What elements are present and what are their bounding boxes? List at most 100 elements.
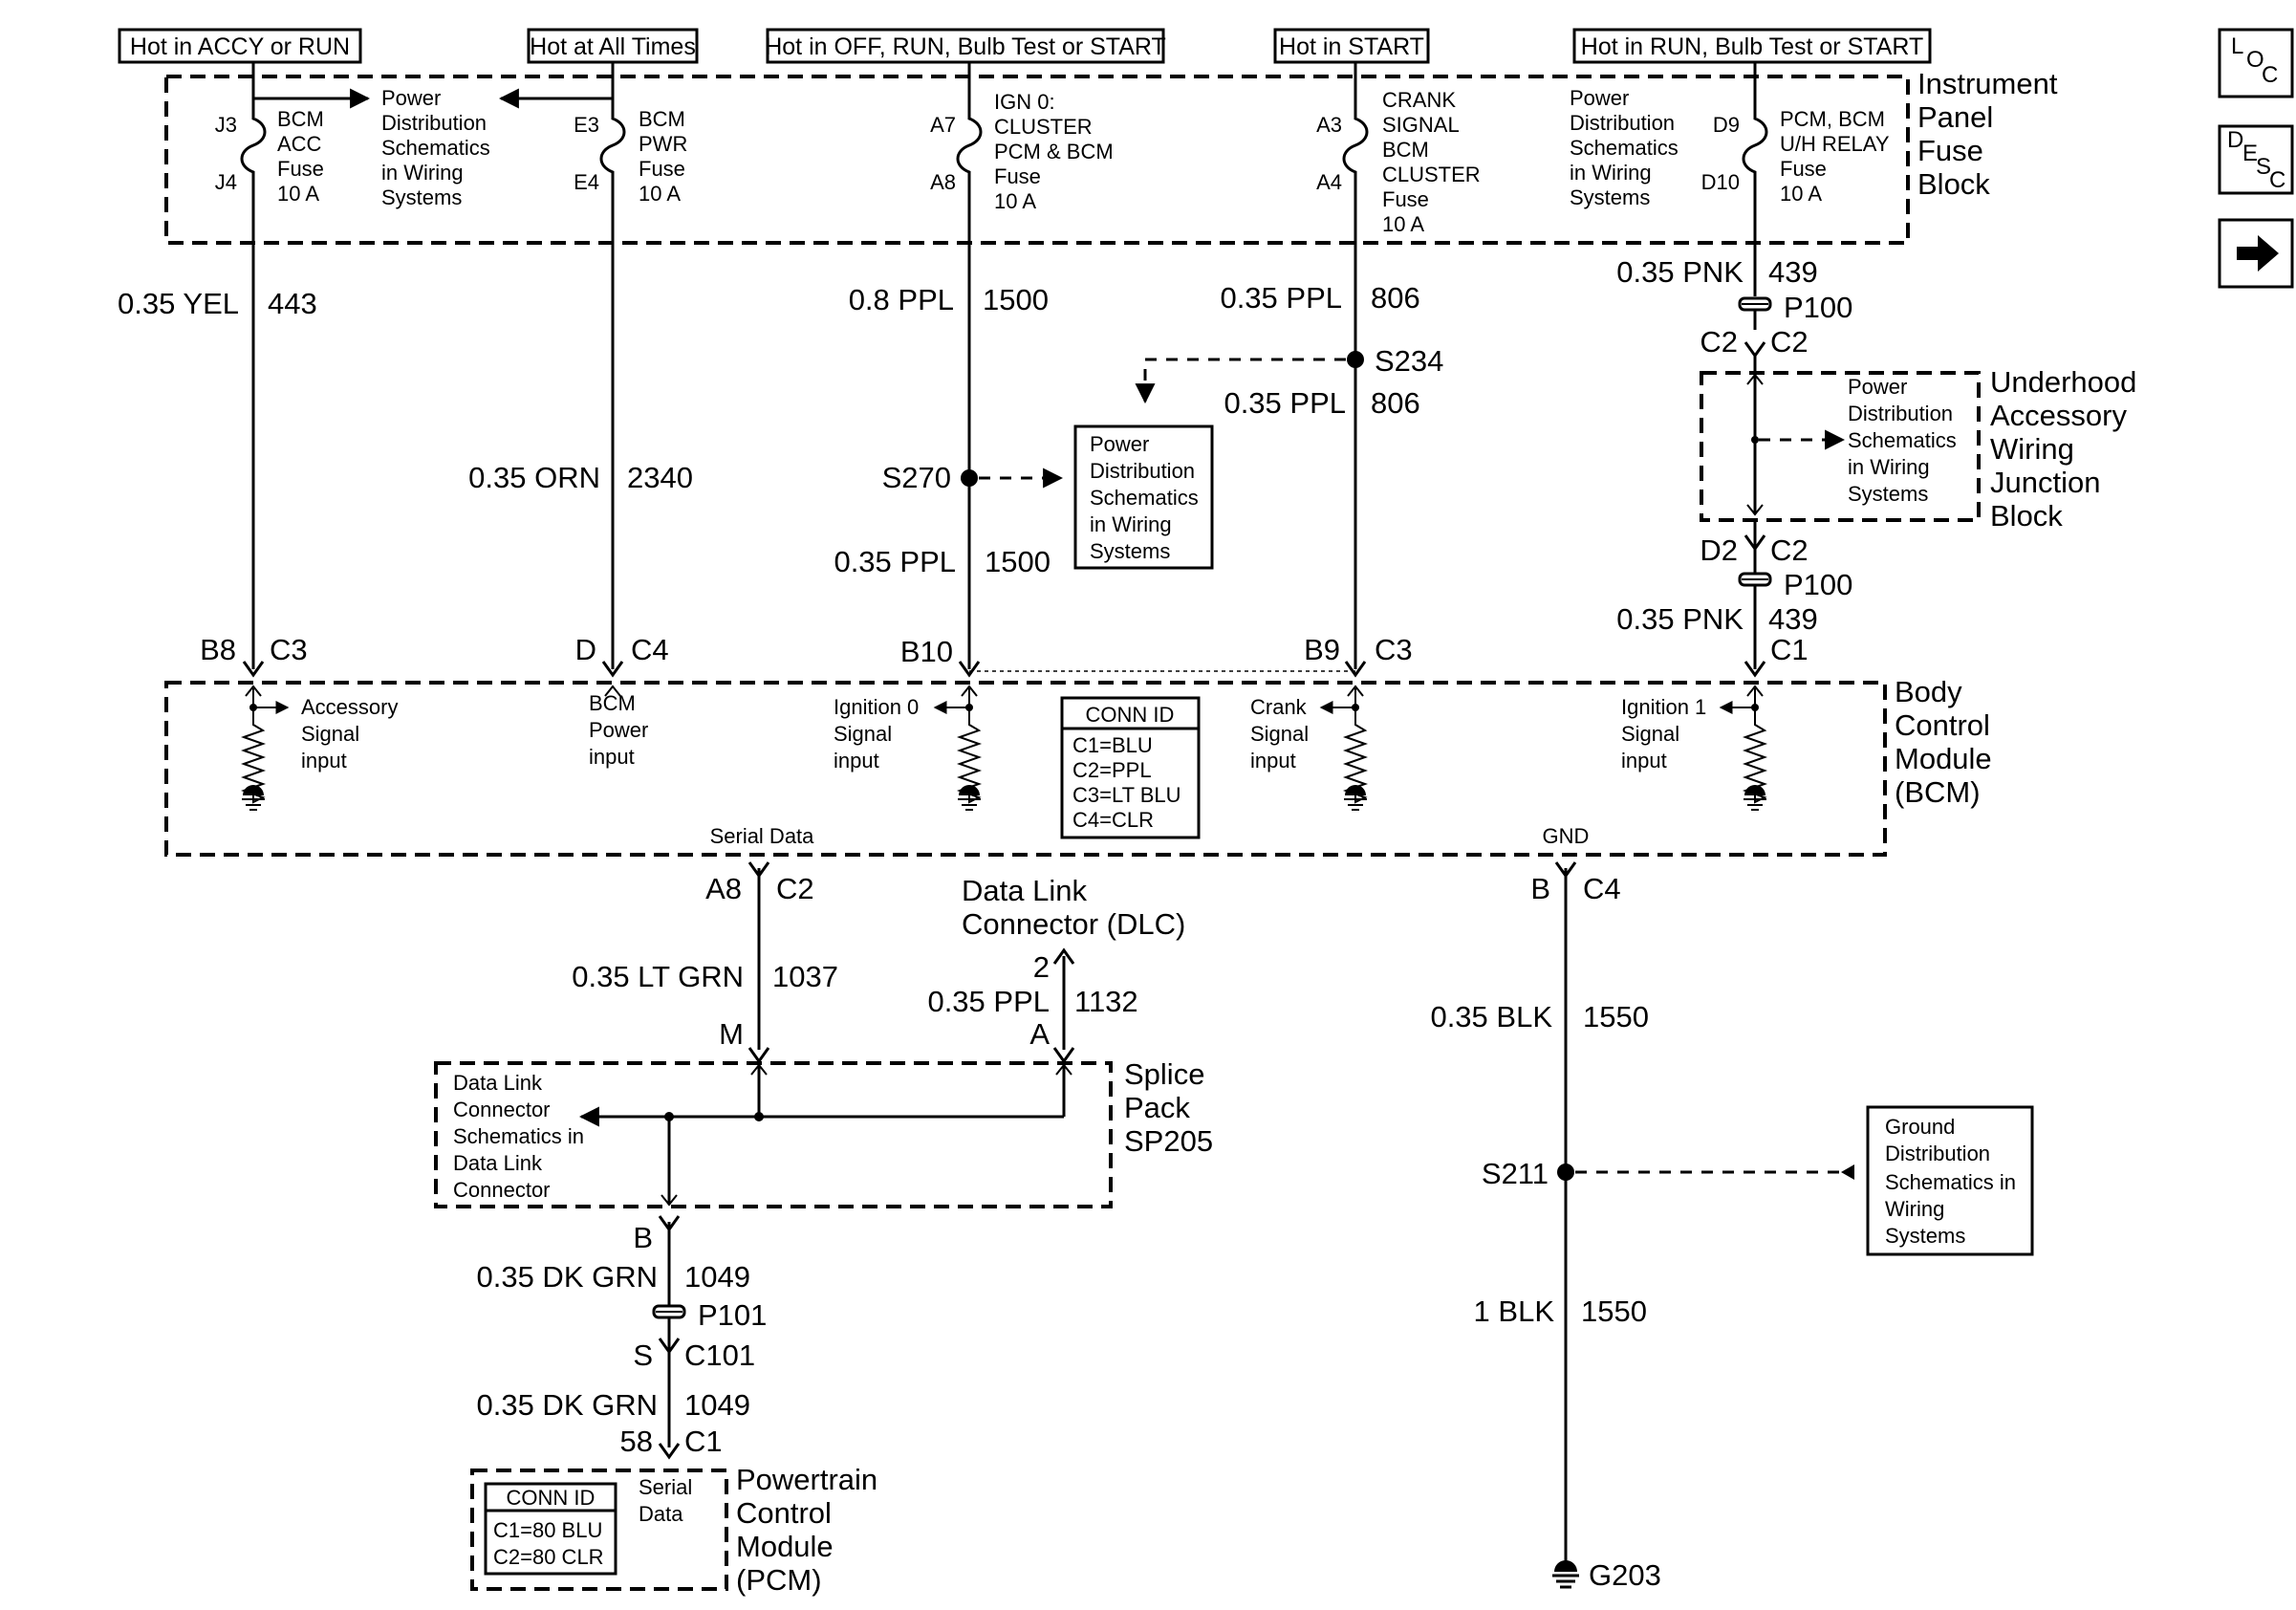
svg-text:D: D	[575, 633, 596, 666]
svg-text:10 A: 10 A	[994, 189, 1036, 213]
svg-text:10 A: 10 A	[277, 182, 319, 206]
svg-text:S: S	[2256, 154, 2271, 180]
svg-text:BCM: BCM	[277, 107, 324, 131]
bcm-ignition1-input: Ignition 1 Signal input	[1621, 695, 1706, 772]
accessory-input-resistor	[240, 685, 290, 811]
svg-text:Data Link: Data Link	[962, 874, 1087, 907]
svg-text:input: input	[1621, 749, 1667, 772]
svg-text:B8: B8	[200, 633, 236, 666]
svg-text:1550: 1550	[1583, 1000, 1649, 1033]
splice-pack-sp205: Splice Pack SP205 Data Link Connector Sc…	[434, 1057, 1213, 1208]
svg-text:Power: Power	[1848, 375, 1907, 399]
svg-text:0.8 PPL: 0.8 PPL	[849, 283, 954, 316]
svg-text:J3: J3	[215, 113, 237, 137]
svg-text:Data: Data	[639, 1502, 683, 1526]
svg-text:1037: 1037	[772, 960, 838, 993]
svg-text:ACC: ACC	[277, 132, 322, 156]
svg-text:0.35 DK GRN: 0.35 DK GRN	[476, 1260, 658, 1294]
svg-text:Ignition 0: Ignition 0	[834, 695, 919, 719]
svg-text:Data Link: Data Link	[453, 1071, 543, 1095]
svg-text:1049: 1049	[684, 1260, 750, 1294]
svg-text:(PCM): (PCM)	[736, 1563, 822, 1597]
svg-text:Signal: Signal	[1621, 722, 1679, 746]
splice-s211	[1557, 1164, 1574, 1181]
svg-text:B: B	[633, 1221, 653, 1254]
svg-text:0.35 BLK: 0.35 BLK	[1430, 1000, 1552, 1033]
svg-text:SIGNAL: SIGNAL	[1382, 113, 1460, 137]
svg-text:E3: E3	[574, 113, 599, 137]
svg-text:C101: C101	[684, 1338, 755, 1372]
data-link-connector: Data Link Connector (DLC)	[962, 874, 1185, 941]
svg-text:10 A: 10 A	[1382, 212, 1424, 236]
svg-text:C1: C1	[684, 1425, 723, 1458]
svg-text:439: 439	[1768, 602, 1818, 636]
fuse-bcm-pwr: E3 E4 BCM PWR Fuse 10 A	[574, 107, 687, 206]
svg-text:GND: GND	[1543, 824, 1590, 848]
svg-text:806: 806	[1371, 386, 1420, 420]
svg-text:2340: 2340	[627, 461, 693, 494]
svg-text:Schematics in: Schematics in	[453, 1124, 584, 1148]
svg-text:SP205: SP205	[1124, 1124, 1213, 1158]
loc-button[interactable]: L O C	[2218, 28, 2294, 98]
ground-g203: G203	[1552, 1558, 1661, 1592]
svg-text:CLUSTER: CLUSTER	[994, 115, 1093, 139]
svg-text:Connector (DLC): Connector (DLC)	[962, 907, 1185, 941]
svg-text:Serial Data: Serial Data	[710, 824, 815, 848]
svg-text:Block: Block	[1990, 499, 2063, 533]
svg-text:2: 2	[1033, 950, 1050, 984]
svg-text:Systems: Systems	[1570, 185, 1650, 209]
instrument-panel-fuse-block: Instrument Panel Fuse Block	[164, 67, 2058, 245]
svg-text:Ground: Ground	[1885, 1115, 1955, 1139]
svg-text:A: A	[1029, 1017, 1050, 1051]
svg-text:Power: Power	[1570, 86, 1629, 110]
svg-text:C2=80 CLR: C2=80 CLR	[493, 1545, 604, 1569]
bcm-crank-input: Crank Signal input	[1250, 695, 1309, 772]
svg-text:Fuse: Fuse	[639, 157, 685, 181]
svg-text:C: C	[2262, 62, 2278, 88]
svg-text:0.35 PNK: 0.35 PNK	[1616, 255, 1744, 289]
splice-s270	[961, 469, 978, 487]
pds-ref-right: Power Distribution Schematics in Wiring …	[1570, 86, 1679, 209]
svg-text:B9: B9	[1304, 633, 1340, 666]
svg-text:(BCM): (BCM)	[1895, 775, 1981, 809]
connector-p100-lower: D2 C2 P100	[1700, 520, 1852, 601]
header-hot-run-bulb-start: Hot in RUN, Bulb Test or START	[1572, 28, 1932, 64]
svg-text:J4: J4	[215, 170, 237, 194]
svg-text:C1: C1	[1770, 633, 1809, 666]
svg-text:443: 443	[268, 287, 317, 320]
svg-text:Splice: Splice	[1124, 1057, 1204, 1091]
svg-text:Distribution: Distribution	[381, 111, 487, 135]
svg-text:input: input	[589, 745, 635, 769]
fuse-bcm-acc: J3 J4 BCM ACC Fuse 10 A	[215, 107, 324, 206]
bcm-accessory-input: Accessory Signal input	[301, 695, 398, 772]
svg-text:Block: Block	[1917, 167, 1990, 201]
svg-text:Fuse: Fuse	[994, 164, 1041, 188]
powertrain-control-module: Powertrain Control Module (PCM) Serial D…	[470, 1463, 877, 1597]
ignition1-input-resistor	[1719, 685, 1768, 811]
desc-button[interactable]: D E S C	[2218, 124, 2294, 195]
svg-text:Crank: Crank	[1250, 695, 1308, 719]
svg-text:Distribution: Distribution	[1570, 111, 1675, 135]
svg-text:CONN ID: CONN ID	[1086, 703, 1175, 727]
svg-text:Distribution: Distribution	[1885, 1142, 1990, 1165]
svg-text:PCM, BCM: PCM, BCM	[1780, 107, 1885, 131]
svg-text:O: O	[2246, 47, 2264, 73]
svg-text:Fuse: Fuse	[277, 157, 324, 181]
svg-text:10 A: 10 A	[1780, 182, 1822, 206]
svg-text:Distribution: Distribution	[1090, 459, 1195, 483]
svg-text:A3: A3	[1316, 113, 1342, 137]
svg-text:C1=BLU: C1=BLU	[1072, 733, 1153, 757]
bcm-power-input: BCM Power input	[589, 691, 648, 769]
svg-text:Module: Module	[1895, 742, 1992, 775]
fuse-ign0-cluster: A7 A8 IGN 0: CLUSTER PCM & BCM Fuse 10 A	[930, 90, 1114, 213]
svg-text:in Wiring: in Wiring	[1848, 455, 1930, 479]
next-button[interactable]	[2218, 218, 2294, 289]
svg-text:input: input	[1250, 749, 1296, 772]
svg-text:Connector: Connector	[453, 1098, 551, 1121]
ignition0-input-resistor	[933, 685, 983, 811]
svg-text:CLUSTER: CLUSTER	[1382, 163, 1481, 186]
connector-p101: P101	[652, 1298, 767, 1332]
svg-text:CONN ID: CONN ID	[507, 1486, 596, 1510]
svg-text:Connector: Connector	[453, 1178, 551, 1202]
